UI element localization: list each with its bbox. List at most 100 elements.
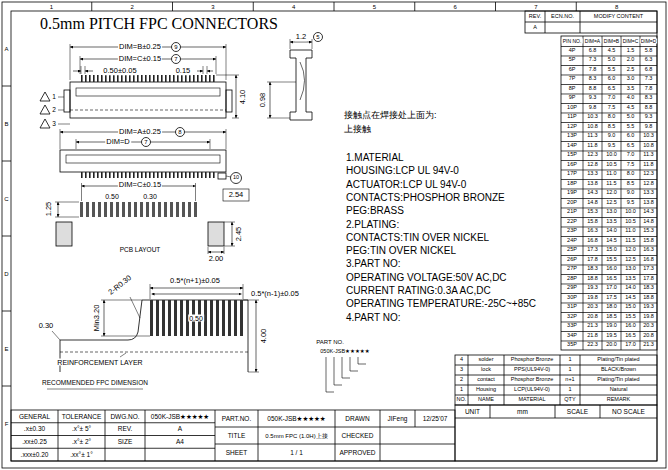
- pin-table-cell: 10.3: [642, 134, 655, 140]
- dimension-text: DIM=A±0.25: [118, 128, 162, 136]
- dimension-text: 0.30: [142, 192, 158, 199]
- pin-table-cell: 5.5: [607, 67, 617, 73]
- pin-table-cell: 18.5: [605, 314, 618, 320]
- pin-table-cell: 5.0: [626, 115, 636, 121]
- material-table-cell: Housing: [475, 387, 497, 393]
- pin-table-cell: 6.0: [626, 134, 636, 140]
- pin-table-cell: 9.3: [644, 115, 654, 121]
- pin-table-cell: 4.5: [607, 48, 617, 54]
- pin-table-cell: 14.8: [642, 219, 655, 225]
- pin-table-cell: 9.0: [626, 191, 636, 197]
- title-block-cell: 1 / 1: [289, 449, 304, 456]
- pin-table-cell: 6.3: [644, 58, 654, 64]
- pin-table-cell: 6.8: [644, 67, 654, 73]
- title-block-cell: UNIT: [464, 408, 481, 415]
- top-view: [40, 33, 323, 129]
- title-block-cell: A: [177, 426, 183, 433]
- pin-table-cell: 12.3: [642, 172, 655, 178]
- pin-table-cell: 8.3: [588, 77, 598, 83]
- zone-marker: A: [3, 46, 9, 52]
- material-table-cell: 1: [567, 387, 572, 393]
- pin-table-cell: 7.0: [607, 96, 617, 102]
- pin-table-cell: 1.5: [626, 48, 636, 54]
- title-block-cell: APPROVED: [338, 449, 376, 456]
- zone-marker: B: [3, 121, 9, 127]
- dimension-text: Min3.20: [93, 304, 101, 333]
- pin-table-cell: 34P: [566, 333, 578, 339]
- pin-table-cell: 12.5: [605, 200, 618, 206]
- pin-table-cell: 11.3: [642, 153, 654, 159]
- callout-number: 5: [315, 34, 320, 40]
- dimension-text: 0.98: [259, 92, 267, 109]
- pin-table-cell: 14.3: [586, 191, 599, 197]
- dimension-text: 2.45: [235, 226, 243, 243]
- material-table-cell: 1: [567, 367, 572, 373]
- pin-table-cell: 17.5: [605, 295, 618, 301]
- zone-marker: E: [3, 346, 9, 352]
- material-table-cell: 4: [459, 357, 464, 363]
- pin-table-cell: 10.0: [624, 210, 637, 216]
- pin-table-cell: 11.5: [605, 181, 617, 187]
- title-block-cell: DRAWN: [344, 415, 370, 422]
- revision-cell: REV.: [528, 14, 542, 20]
- pin-table-cell: 7.0: [626, 153, 636, 159]
- material-table-cell: Natural: [609, 387, 629, 393]
- pin-table-cell: 19.3: [586, 286, 599, 292]
- pin-table-cell: 20.3: [586, 305, 599, 311]
- callout-number: 7: [143, 139, 148, 145]
- pin-table-cell: 10P: [566, 105, 578, 111]
- view-label: PCB LAYOUT: [119, 247, 162, 254]
- pin-table-cell: 20P: [566, 200, 578, 206]
- pin-table-cell: 15.5: [605, 257, 618, 263]
- pin-table-cell: 27P: [566, 267, 578, 273]
- revision-cell: ECN.NO.: [550, 14, 575, 20]
- material-table-cell: MATERIAL: [517, 397, 546, 403]
- pin-table-cell: 18.8: [642, 295, 655, 301]
- zone-marker: 1: [49, 4, 54, 10]
- note-text: 上接触: [343, 125, 372, 134]
- title-block-cell: JIFeng: [387, 415, 409, 422]
- pin-table-cell: 14.5: [624, 295, 637, 301]
- pin-table-cell: 12.3: [586, 153, 599, 159]
- dimension-text: 1.25: [45, 201, 53, 218]
- pin-table-cell: 12.0: [624, 248, 637, 254]
- pin-table-cell: 8P: [568, 86, 577, 92]
- pin-table-cell: 8.8: [644, 105, 654, 111]
- title-block-cell: 0.5mm FPC (1.0H)上接: [264, 433, 328, 439]
- revision-cell: A: [532, 25, 538, 31]
- pin-table-cell: 10.5: [605, 162, 618, 168]
- title-block-cell: 12/25'07: [422, 415, 449, 422]
- pin-table-cell: 23P: [566, 229, 578, 235]
- pin-table-cell: 13.5: [605, 219, 618, 225]
- pin-table-cell: 5.0: [607, 58, 617, 64]
- pin-table-cell: 16.8: [586, 238, 599, 244]
- pin-table-cell: 17P: [566, 172, 578, 178]
- callout-number: 10: [232, 175, 240, 181]
- pin-table-cell: 13.3: [642, 191, 655, 197]
- pin-table-cell: 25P: [566, 248, 578, 254]
- title-block-cell: CHECKED: [341, 432, 375, 439]
- pin-table-cell: 6.0: [607, 77, 617, 83]
- material-table-cell: LCP(UL94V-0): [513, 387, 551, 393]
- pin-table-cell: 14.8: [586, 200, 599, 206]
- dimension-text: 0.50±0.05: [102, 67, 137, 75]
- material-table-cell: Phosphor Bronze: [510, 357, 555, 363]
- callout-number: 1: [51, 94, 57, 101]
- material-table-cell: 2: [459, 377, 464, 383]
- dimension-text: DIM=C±0.15: [118, 55, 162, 63]
- title-block-cell: SIZE: [117, 439, 133, 446]
- pin-table-cell: 16.3: [642, 248, 655, 254]
- material-table-cell: n+1: [564, 377, 575, 383]
- bottom-view-and-pcb-layout: [55, 128, 249, 255]
- title-block-cell: TOLERANCE: [61, 413, 103, 420]
- pin-table-cell: 4.5: [626, 105, 636, 111]
- pin-table-cell: PIN NO.: [562, 39, 583, 44]
- title-block-cell: SCALE: [566, 408, 589, 415]
- material-table-cell: NO.: [456, 397, 468, 403]
- material-table-cell: Plating/Tin plated: [596, 357, 640, 363]
- material-table-cell: contact: [476, 377, 496, 383]
- pin-table-cell: DIM=C: [622, 39, 640, 44]
- dimension-text: 0.15: [175, 67, 192, 75]
- pin-table-cell: 19.3: [642, 305, 655, 311]
